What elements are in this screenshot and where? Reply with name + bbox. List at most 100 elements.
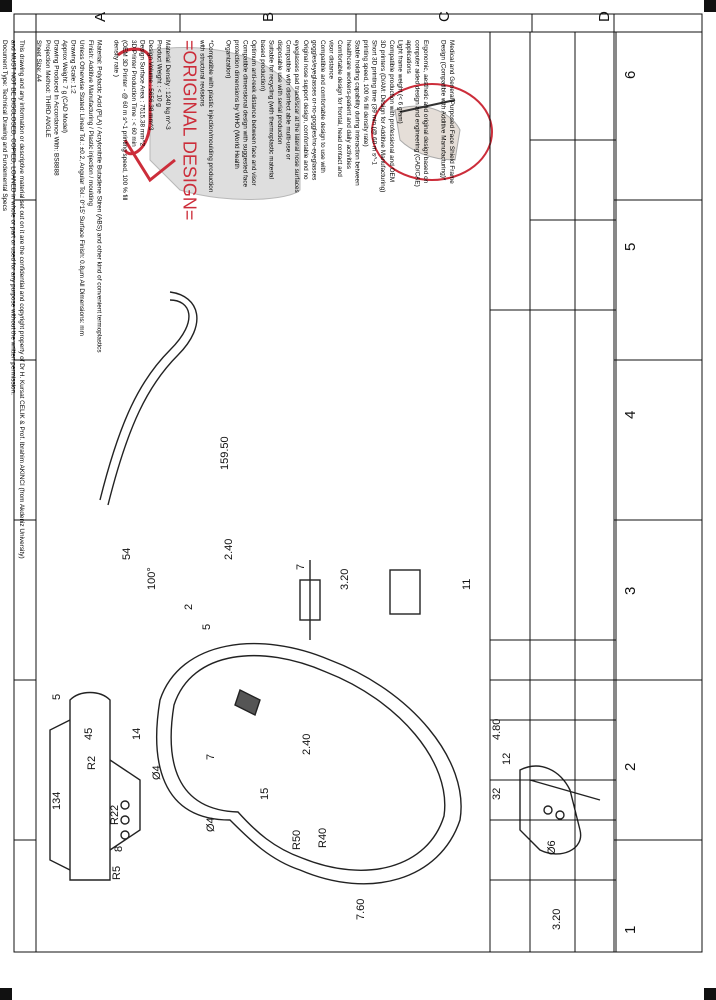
dimension-label: 134 — [51, 792, 63, 810]
rotated-text-row: protection dimensions by WHO (World Heal… — [233, 40, 240, 169]
dimension-label: R22 — [109, 805, 121, 825]
visor-render — [117, 47, 301, 200]
dimension-label: 7 — [205, 754, 217, 760]
rotated-text-row: Approx Weight: 7 g (CAD Model) — [61, 40, 68, 133]
rotated-text-row: disposable use with serial production — [276, 40, 283, 145]
dimension-label: 45 — [83, 728, 95, 740]
dimension-label: 3.20 — [339, 569, 351, 590]
rotated-text-row: Compatible production with professional … — [388, 40, 395, 182]
rotated-text-row: Document Type: Technical Drawing and Fun… — [1, 40, 8, 211]
grid-letter-b: B — [260, 12, 277, 22]
rotated-text-row: with structural revisions — [199, 39, 206, 106]
dimension-label: Ø4 — [205, 817, 217, 832]
rotated-text-row: Short 3D printing time (39 min (@ 60 m s… — [371, 40, 378, 165]
rotated-text-row: applications — [405, 40, 412, 74]
rotated-text-row: Compatible and comfortable design to use… — [319, 40, 326, 173]
rotated-text-row: Design Volume : 5656.38 mm^3 — [147, 40, 154, 131]
dimension-label: 12 — [501, 753, 513, 765]
dimension-label: 2.40 — [301, 734, 313, 755]
dimension-label: 14 — [131, 728, 143, 740]
rotated-text-row: This drawing and any information or desc… — [18, 40, 25, 559]
rotated-text-row: Suitable for recycling (with thermoplast… — [267, 40, 274, 179]
rotated-text-row: Finish: Additive Manufacturing / Plastic… — [87, 40, 94, 206]
grid-number-5: 5 — [622, 243, 639, 251]
dimension-label: 4.80 — [491, 719, 503, 740]
grid-letter-a: A — [92, 12, 109, 22]
rotated-text-row: =ORIGINAL DESIGN= — [179, 40, 199, 220]
rotated-text-row: Organization) — [224, 40, 231, 78]
rotated-text-row: Drawing Scale: 1:2 — [70, 40, 77, 94]
rotated-text-row: Material: Polylactic Acid (PLA) / Acrylo… — [95, 40, 102, 353]
dimension-label: 7 — [295, 564, 307, 570]
dimension-label: Ø6 — [546, 840, 558, 855]
grid-letter-d: D — [596, 11, 613, 22]
rotated-text-row: Material Density : 1240 kg m^-3 — [164, 40, 171, 130]
detail-circle — [371, 83, 493, 181]
dimension-label: R40 — [317, 828, 329, 848]
rotated-text-row: Unless Otherwise Stated: Linear Tol.: ±0… — [78, 40, 86, 336]
rotated-text-row: printing speed, 100 % fill density rate) — [362, 40, 369, 147]
grid-frame — [13, 13, 703, 953]
grid-number-4: 4 — [622, 411, 639, 419]
rotated-text-row: Light frame weight (< 6 gram) — [396, 40, 403, 124]
rotated-text-row: Stable holding capability during interac… — [353, 40, 360, 186]
grid-number-6: 6 — [622, 71, 639, 79]
dimension-label: 5 — [51, 694, 63, 700]
rotated-text-row: Projection Method: THIRD ANGLE — [44, 40, 51, 138]
dimension-label: 54 — [121, 548, 133, 560]
dimension-label: 8 — [113, 846, 125, 852]
rotated-text-row: *Compatible with plastic injection/mould… — [207, 40, 214, 193]
rotated-text-row: computer aided design and engineering (C… — [414, 40, 421, 187]
rotated-text-row: Sheet Size: A4 — [35, 40, 42, 82]
dimension-label: Ø4 — [151, 765, 163, 780]
dimension-label: 2.40 — [223, 539, 235, 560]
rotated-text-row: Medical and General Purposed Face Shield… — [448, 40, 455, 184]
dimension-label: 3.20 — [551, 909, 563, 930]
rotated-text-row: Compatible dimensional design with sugge… — [242, 40, 249, 188]
rotated-text-row: Comfortable design for frontal, head con… — [336, 40, 343, 177]
dimension-label: R2 — [86, 756, 98, 770]
rotated-text-row: Product Weight : < 10 g — [156, 40, 163, 107]
dimension-label: 100° — [146, 567, 158, 590]
rotated-text-row: 3D Printer Production Time : < 60 min — [130, 40, 137, 147]
rotated-text-row: Original nose support design, comfortabl… — [302, 40, 309, 180]
rotated-text-row: (OEM 3D Printer - @ 60 m s^-1 printing s… — [121, 40, 128, 200]
rotated-text-row: Optimum anti-reek distance between face … — [250, 40, 257, 187]
dimension-label: 11 — [461, 579, 473, 590]
rotated-text-row: Ergonomic, aesthetic and original design… — [422, 40, 429, 184]
rotated-text-row: Design Surface Area : 7515.38 mm^2 — [138, 40, 145, 146]
dimension-label: 159.50 — [219, 436, 231, 470]
dimension-label: 32 — [491, 788, 503, 800]
dimension-label: R5 — [111, 866, 123, 880]
grid-labels: A B C D 1 2 3 4 5 6 — [92, 11, 639, 934]
dimension-label: 7.60 — [355, 899, 367, 920]
rotated-text-block: Medical and General Purposed Face Shield… — [1, 39, 455, 559]
top-view-frame — [156, 643, 462, 885]
rotated-text-row: eyeglasses pad trace/scar at the lateral… — [293, 40, 300, 193]
title-block-lines — [489, 32, 616, 952]
side-view-frame — [99, 291, 421, 640]
dimension-label: 5 — [201, 624, 213, 630]
bottom-view-frame — [519, 765, 601, 855]
rotated-text-row: Design (Compatible with Additive Manufac… — [439, 40, 446, 181]
rotated-text-row: goggles/eyeglasses or-no-goggles/no-eyeg… — [310, 40, 317, 180]
dimension-label: 2 — [183, 604, 195, 610]
dimension-label: 15 — [259, 788, 271, 800]
rotated-text-row: visor distance — [328, 40, 335, 80]
rotated-text-row: Compatible with disinfect able multi-use… — [285, 40, 292, 161]
rotated-text-row: healthcare workers-patient and daily act… — [345, 40, 352, 169]
grid-letter-c: C — [436, 11, 453, 22]
rotated-text-row: based production) — [259, 40, 266, 91]
dimension-label: R50 — [291, 830, 303, 850]
grid-number-2: 2 — [622, 763, 639, 771]
rotated-text-row: 3D printers (D/AM: Design for Additive M… — [379, 40, 386, 192]
rotated-text-row: density rate ) — [113, 40, 120, 77]
grid-number-3: 3 — [622, 587, 639, 595]
rotated-text-row: and MUST NOT BE DISCLOSED, COPIED, LOANE… — [9, 40, 16, 395]
grid-number-1: 1 — [622, 926, 639, 934]
rotated-text-row: Drawing Produced In Accordance With: BS8… — [52, 40, 59, 176]
